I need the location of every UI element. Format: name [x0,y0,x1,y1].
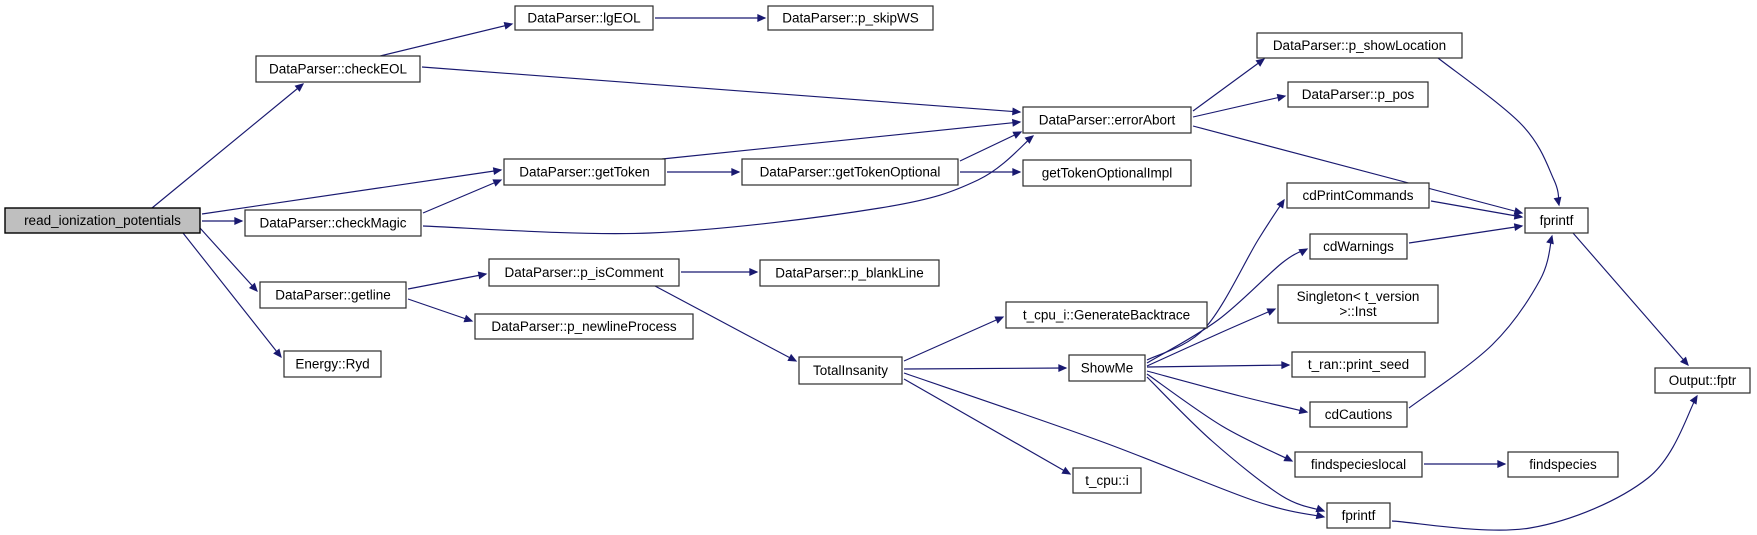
edge-ShowMe-to-findspecieslocal [1146,373,1294,462]
node-p_newlineProcess[interactable]: DataParser::p_newlineProcess [474,313,694,340]
node-label: fprintf [1540,213,1574,228]
node-p_showLocation[interactable]: DataParser::p_showLocation [1256,32,1463,59]
node-cdPrintCommands[interactable]: cdPrintCommands [1286,182,1430,209]
node-findspecieslocal[interactable]: findspecieslocal [1294,451,1423,478]
node-label: ShowMe [1081,361,1134,376]
node-GenerateBacktrace[interactable]: t_cpu_i::GenerateBacktrace [1005,301,1208,329]
node-cdWarnings[interactable]: cdWarnings [1309,233,1408,260]
edge-fprintf_top-to-Output_fptr [1572,232,1689,367]
node-getTokenOptionalImpl[interactable]: getTokenOptionalImpl [1022,159,1192,187]
edge-p_isComment-to-TotalInsanity [654,285,798,362]
node-findspecies[interactable]: findspecies [1507,451,1619,478]
edge-cdCautions-to-fprintf_top [1408,234,1554,409]
node-p_pos[interactable]: DataParser::p_pos [1287,81,1429,108]
node-Singleton_Inst[interactable]: Singleton< t_version>::Inst [1277,284,1439,324]
node-cdCautions[interactable]: cdCautions [1309,401,1408,428]
edge-getTokenOptional-to-errorAbort [959,131,1023,162]
node-p_isComment[interactable]: DataParser::p_isComment [488,258,680,287]
node-label: fprintf [1342,508,1376,523]
node-p_blankLine[interactable]: DataParser::p_blankLine [759,259,940,287]
node-label: DataParser::checkEOL [269,62,408,77]
node-label: Energy::Ryd [295,357,369,372]
node-Ryd[interactable]: Energy::Ryd [283,350,382,378]
edge-cdWarnings-to-fprintf_top [1408,223,1524,244]
node-fprintf_bottom[interactable]: fprintf [1326,502,1391,529]
edge-ShowMe-to-cdWarnings [1146,248,1309,364]
node-label: read_ionization_potentials [24,213,181,228]
edge-read_ionization_potentials-to-Ryd [182,232,282,359]
node-label: DataParser::p_newlineProcess [491,319,677,334]
node-label: DataParser::p_blankLine [775,266,924,281]
node-read_ionization_potentials[interactable]: read_ionization_potentials [4,207,201,234]
edge-ShowMe-to-cdPrintCommands [1146,198,1285,361]
node-getToken[interactable]: DataParser::getToken [503,158,666,186]
node-TotalInsanity[interactable]: TotalInsanity [798,356,903,385]
node-label: Singleton< t_version [1297,289,1420,304]
node-label: DataParser::checkMagic [259,216,406,231]
edge-TotalInsanity-to-t_cpu_i [903,378,1072,475]
node-getTokenOptional[interactable]: DataParser::getTokenOptional [741,158,959,186]
edge-read_ionization_potentials-to-getline [199,227,258,293]
edge-TotalInsanity-to-fprintf_bottom [903,372,1326,520]
edge-fprintf_bottom-to-Output_fptr [1391,394,1698,531]
node-label: getTokenOptionalImpl [1042,166,1173,181]
node-label: t_cpu::i [1085,473,1129,488]
edge-getline-to-p_newlineProcess [407,298,474,323]
node-Output_fptr[interactable]: Output::fptr [1654,367,1751,394]
edge-getline-to-p_isComment [407,271,488,290]
edge-checkMagic-to-errorAbort [422,135,1035,235]
node-label: TotalInsanity [813,363,888,378]
node-fprintf_top[interactable]: fprintf [1524,207,1589,234]
node-label: DataParser::p_isComment [504,265,663,280]
edge-p_showLocation-to-fprintf_top [1437,57,1562,207]
node-label: findspecieslocal [1311,457,1406,472]
node-label: cdCautions [1325,407,1393,422]
node-errorAbort[interactable]: DataParser::errorAbort [1022,106,1192,134]
node-p_skipWS[interactable]: DataParser::p_skipWS [767,5,934,31]
node-label: DataParser::lgEOL [527,11,641,26]
edge-getToken-to-errorAbort [661,118,1022,160]
node-label: DataParser::p_pos [1302,87,1415,102]
edge-errorAbort-to-p_showLocation [1192,58,1266,112]
edge-read_ionization_potentials-to-checkEOL [151,83,305,209]
node-getline[interactable]: DataParser::getline [259,281,407,309]
node-label: DataParser::errorAbort [1039,113,1176,128]
node-label: Output::fptr [1669,373,1737,388]
node-label: DataParser::getline [275,288,391,303]
node-checkEOL[interactable]: DataParser::checkEOL [255,55,421,83]
edge-ShowMe-to-print_seed [1146,361,1291,370]
node-label: DataParser::getToken [519,165,650,180]
node-label: cdWarnings [1323,239,1394,254]
edge-checkEOL-to-lgEOL [379,21,514,57]
edge-checkEOL-to-errorAbort [421,66,1022,116]
edge-checkMagic-to-getToken [422,179,503,214]
edge-ShowMe-to-Singleton_Inst [1146,308,1277,367]
node-label: t_ran::print_seed [1308,357,1409,372]
edge-TotalInsanity-to-ShowMe [903,364,1068,373]
node-label: DataParser::p_skipWS [782,11,919,26]
node-label: t_cpu_i::GenerateBacktrace [1023,308,1190,323]
node-label: DataParser::p_showLocation [1273,38,1446,53]
node-label: cdPrintCommands [1302,188,1413,203]
node-ShowMe[interactable]: ShowMe [1068,354,1146,382]
node-label: >::Inst [1339,304,1376,319]
edge-errorAbort-to-fprintf_top [1192,125,1524,215]
node-lgEOL[interactable]: DataParser::lgEOL [514,5,654,31]
node-t_cpu_i[interactable]: t_cpu::i [1072,467,1142,494]
edge-cdPrintCommands-to-fprintf_top [1430,200,1524,220]
node-label: DataParser::getTokenOptional [760,165,941,180]
node-print_seed[interactable]: t_ran::print_seed [1291,351,1426,378]
edge-read_ionization_potentials-to-getToken [201,167,503,215]
edge-ShowMe-to-cdCautions [1146,370,1309,415]
edge-ShowMe-to-fprintf_bottom [1146,376,1326,513]
edge-TotalInsanity-to-GenerateBacktrace [903,316,1005,362]
node-label: findspecies [1529,457,1597,472]
edge-errorAbort-to-p_pos [1192,93,1287,118]
node-checkMagic[interactable]: DataParser::checkMagic [244,209,422,237]
